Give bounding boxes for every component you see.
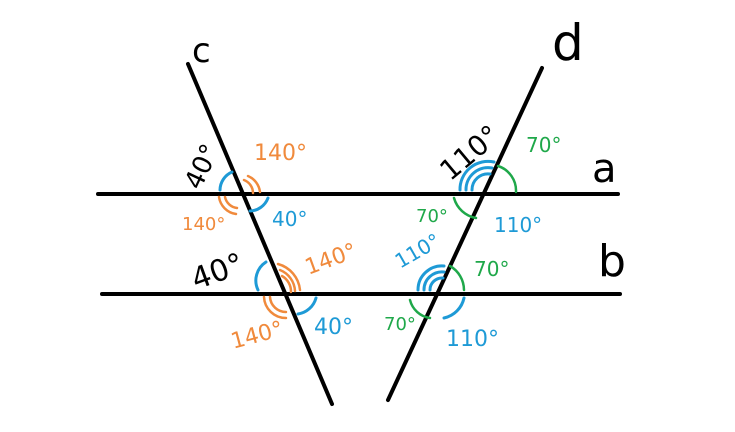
arcs-c-b xyxy=(254,260,318,320)
angle-d-a-lower-left: 70° xyxy=(416,206,448,227)
angle-d-a-upper-right: 70° xyxy=(526,133,561,157)
label-a: a xyxy=(592,146,617,192)
angle-c-a-upper-right: 140° xyxy=(254,141,307,166)
angle-d-b-upper-right: 70° xyxy=(474,257,509,281)
angle-c-a-lower-right: 40° xyxy=(272,207,307,231)
line-d xyxy=(386,66,544,402)
arcs-d-b xyxy=(408,264,466,320)
angle-c-a-lower-left: 140° xyxy=(182,214,225,235)
line-c xyxy=(186,62,334,406)
angle-c-a-upper-left: 40° xyxy=(179,140,226,194)
arcs-d-a xyxy=(452,159,518,220)
angle-d-b-lower-right: 110° xyxy=(446,327,499,352)
arcs-c-a xyxy=(217,170,270,216)
angle-c-b-lower-right: 40° xyxy=(314,315,353,340)
label-b: b xyxy=(598,236,626,287)
angle-d-b-lower-left: 70° xyxy=(384,314,416,335)
label-d: d xyxy=(552,14,584,72)
label-c: c xyxy=(192,31,211,71)
angle-c-b-upper-right: 140° xyxy=(302,239,360,281)
angle-c-b-upper-left: 40° xyxy=(187,246,249,297)
angle-c-b-lower-left: 140° xyxy=(228,317,286,355)
angle-d-a-lower-right: 110° xyxy=(494,213,542,237)
